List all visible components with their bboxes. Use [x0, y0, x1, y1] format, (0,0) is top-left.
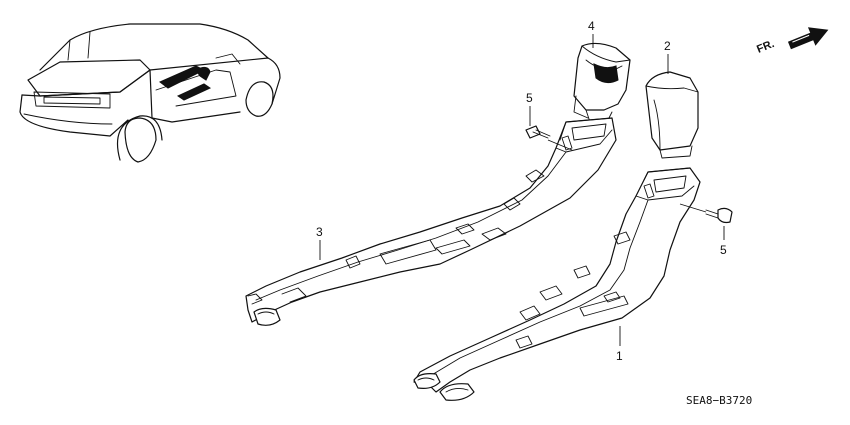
callout-part-2: 2 [664, 39, 671, 53]
direction-indicator: FR. [755, 27, 829, 56]
part-2-duct-joint [645, 71, 699, 159]
callout-part-5-upper: 5 [526, 91, 533, 105]
callout-part-1: 1 [616, 349, 623, 363]
diagram-code: SEA8−B3720 [686, 394, 752, 407]
callout-part-4: 4 [588, 19, 595, 33]
part-1-floor-duct [413, 167, 701, 401]
direction-label: FR. [755, 38, 776, 56]
leader-lines [319, 34, 725, 346]
car-overview-icon [19, 23, 281, 163]
callout-part-5-lower: 5 [720, 243, 727, 257]
bolt-icon [705, 207, 733, 224]
part-4-duct-joint [573, 42, 631, 125]
direction-arrow-icon [787, 27, 829, 50]
part-3-floor-duct [245, 117, 617, 326]
bolt-icon [525, 125, 551, 139]
callout-part-3: 3 [316, 225, 323, 239]
